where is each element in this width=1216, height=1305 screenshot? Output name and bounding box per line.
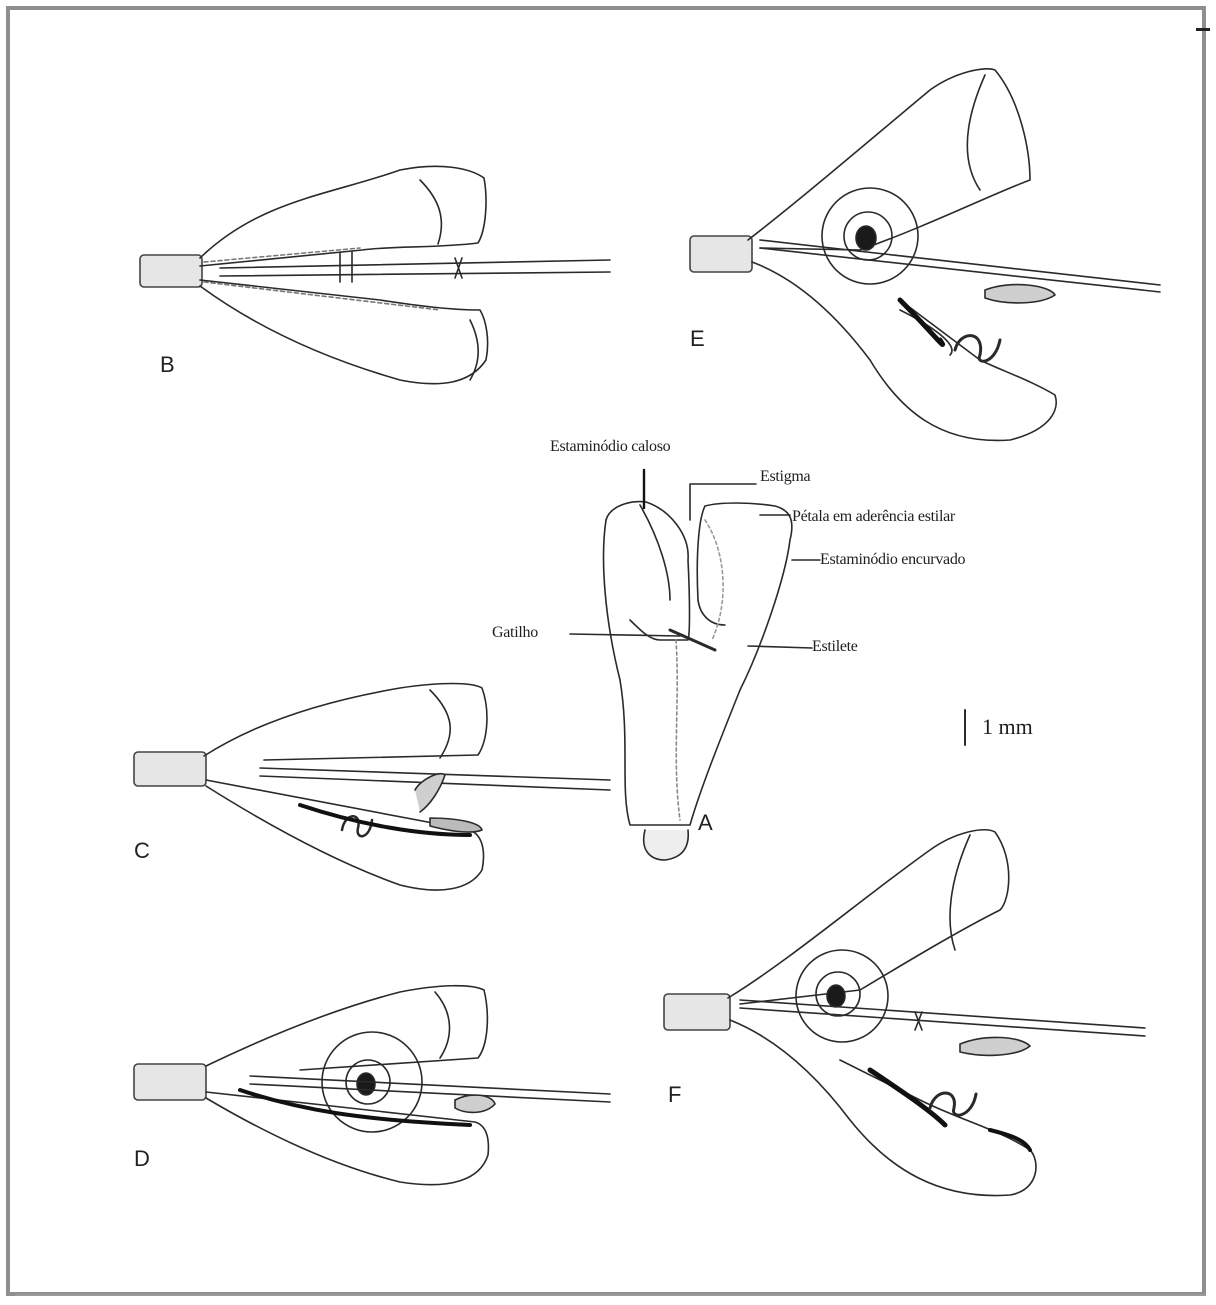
label-cuff: Gatilho — [492, 624, 538, 642]
panel-a-leader-cuff — [570, 634, 680, 636]
panel-c-drawing — [134, 684, 610, 891]
panel-e-upper-fold — [967, 75, 985, 190]
panel-c-trigger — [415, 774, 445, 812]
panel-a-staminode-top — [606, 502, 690, 640]
panel-d-probe — [250, 1076, 610, 1102]
panel-label-b: B — [160, 352, 175, 378]
panel-label-c: C — [134, 838, 150, 864]
panel-e-dark-edge — [900, 300, 943, 344]
scale-bar-label: 1 mm — [982, 714, 1033, 740]
panel-f-pollen — [960, 1037, 1030, 1055]
panel-d-dark-edge — [240, 1090, 470, 1125]
panel-e-drawing — [690, 69, 1160, 441]
panel-b-upper-fold — [420, 180, 441, 244]
label-stigma: Estigma — [760, 468, 810, 486]
panel-f-coil-center — [827, 985, 845, 1007]
panel-b-inner-lines — [204, 248, 440, 310]
panel-label-e: E — [690, 326, 705, 352]
panel-b-trigger — [340, 252, 352, 282]
panel-f-drawing — [664, 830, 1145, 1196]
label-style: Estilete — [812, 638, 858, 656]
panel-a-outline — [604, 503, 792, 825]
panel-label-f: F — [668, 1082, 682, 1108]
panel-d-upper-fold — [435, 992, 450, 1058]
panel-b-probe — [220, 260, 610, 276]
panel-f-base — [664, 994, 730, 1030]
panel-f-hook — [930, 1093, 976, 1115]
panel-d-upper-lobe — [206, 986, 487, 1070]
panel-e-base — [690, 236, 752, 272]
panel-d-pollen — [455, 1095, 495, 1112]
panel-e-pollen — [985, 285, 1055, 303]
panel-b-drawing — [140, 166, 610, 383]
panel-c-base — [134, 752, 206, 786]
panel-b-base — [140, 255, 202, 287]
panel-label-a: A — [698, 810, 713, 836]
panel-c-upper-fold — [430, 690, 450, 758]
panel-a-drawing — [570, 470, 965, 860]
panel-a-style-line — [676, 640, 680, 820]
panel-a-inner-dash — [705, 520, 723, 640]
panel-d-lower-lobe — [206, 1092, 488, 1185]
panel-e-probe — [760, 240, 1160, 292]
panel-c-pollen — [430, 818, 482, 832]
panel-d-drawing — [134, 986, 610, 1185]
panel-a-leader-stigma — [690, 484, 756, 520]
label-hooded-staminode: Estaminódio encurvado — [820, 551, 965, 569]
panel-d-coil-center — [357, 1073, 375, 1095]
panel-d-base — [134, 1064, 206, 1100]
label-false-staminode: Estaminódio caloso — [550, 438, 670, 456]
panel-f-upper-lobe — [728, 830, 1009, 1004]
label-style-appendage: Pétala em aderência estilar — [792, 508, 955, 526]
panel-b-lower-lobe — [200, 280, 488, 384]
panel-b-pollen-mark — [455, 258, 462, 278]
panel-a-fold-line — [640, 505, 670, 600]
panel-a-leader-style — [748, 646, 812, 648]
panel-e-coil-center — [856, 226, 876, 250]
panel-b-upper-lobe — [200, 166, 486, 266]
panel-f-upper-fold — [950, 835, 970, 950]
panel-label-d: D — [134, 1146, 150, 1172]
panel-a-base — [644, 830, 689, 860]
